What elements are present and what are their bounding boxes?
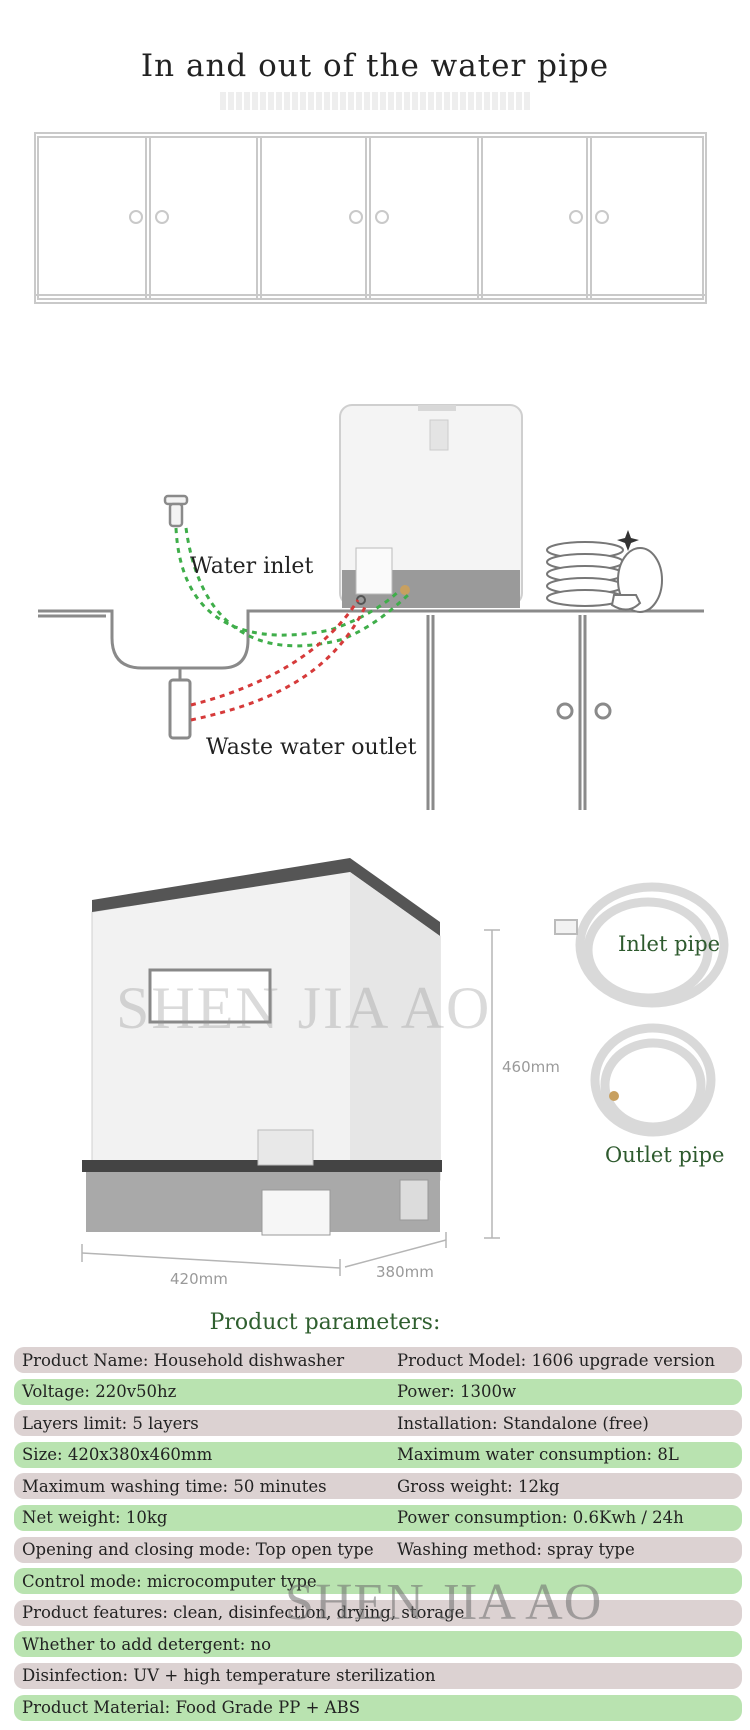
depth-dimension: 380mm — [376, 1263, 434, 1281]
page-title: In and out of the water pipe — [140, 48, 610, 84]
parameters-title: Product parameters: — [209, 1310, 441, 1335]
param-row: Whether to add detergent: no — [14, 1631, 742, 1658]
inlet-pipe-line — [174, 527, 410, 648]
param-cell: Power: 1300w — [397, 1382, 517, 1402]
param-cell: Net weight: 10kg — [22, 1508, 168, 1528]
param-cell: Maximum water consumption: 8L — [397, 1445, 679, 1465]
param-row: Disinfection: UV + high temperature ster… — [14, 1662, 742, 1689]
param-row: Product features: clean, disinfection, d… — [14, 1599, 742, 1626]
faucet-icon — [163, 494, 189, 528]
param-row: Voltage: 220v50hz Power: 1300w — [14, 1378, 742, 1405]
param-row: Opening and closing mode: Top open type … — [14, 1536, 742, 1563]
parameters-watermark: SHEN JIA AO — [285, 1574, 603, 1631]
cabinet-illustration — [34, 132, 707, 304]
param-cell: Whether to add detergent: no — [22, 1634, 272, 1654]
width-dimension: 420mm — [170, 1270, 228, 1288]
param-cell: Control mode: microcomputer type — [22, 1571, 317, 1591]
product-watermark: SHEN JIA AO — [116, 975, 492, 1041]
inlet-pipe-icon — [554, 882, 729, 1008]
param-cell: Product features: clean, disinfection, d… — [22, 1603, 465, 1623]
param-cell: Power consumption: 0.6Kwh / 24h — [397, 1508, 684, 1528]
param-row: Net weight: 10kg Power consumption: 0.6K… — [14, 1504, 742, 1531]
param-cell: Product Model: 1606 upgrade version — [397, 1350, 716, 1370]
waste-outlet-label: Waste water outlet — [206, 735, 417, 760]
param-row: Layers limit: 5 layers Installation: Sta… — [14, 1410, 742, 1437]
param-cell: Washing method: spray type — [397, 1540, 635, 1560]
dishwasher-small-illustration — [339, 404, 523, 608]
outlet-pipe-label: Outlet pipe — [605, 1143, 725, 1167]
param-row: Size: 420x380x460mm Maximum water consum… — [14, 1441, 742, 1468]
param-cell: Layers limit: 5 layers — [22, 1413, 199, 1433]
inlet-pipe-label: Inlet pipe — [618, 932, 721, 956]
parameters-table: Product Name: Household dishwasher Produ… — [14, 1347, 742, 1726]
param-row: Product Material: Food Grade PP + ABS — [14, 1694, 742, 1721]
param-cell: Gross weight: 12kg — [397, 1476, 560, 1496]
param-row: Control mode: microcomputer type — [14, 1568, 742, 1595]
height-dimension: 460mm — [502, 1058, 560, 1076]
installation-illustration — [34, 132, 729, 1276]
param-cell: Product Material: Food Grade PP + ABS — [22, 1698, 361, 1718]
water-inlet-label: Water inlet — [190, 554, 314, 579]
param-cell: Voltage: 220v50hz — [22, 1382, 177, 1402]
dimension-lines — [81, 929, 500, 1276]
param-cell: Product Name: Household dishwasher — [22, 1350, 345, 1370]
param-row: Product Name: Household dishwasher Produ… — [14, 1347, 742, 1373]
dishwasher-large-illustration — [82, 858, 442, 1236]
param-cell: Maximum washing time: 50 minutes — [22, 1476, 327, 1496]
dish-stack-icon — [546, 530, 663, 613]
outlet-pipe-line — [190, 599, 368, 722]
param-cell: Size: 420x380x460mm — [22, 1445, 213, 1465]
subtitle-placeholder — [220, 92, 530, 110]
param-cell: Opening and closing mode: Top open type — [22, 1540, 374, 1560]
param-row: Maximum washing time: 50 minutes Gross w… — [14, 1473, 742, 1500]
param-cell: Disinfection: UV + high temperature ster… — [22, 1666, 436, 1686]
counter-sink — [38, 609, 704, 810]
outlet-pipe-icon — [590, 1023, 716, 1137]
param-cell: Installation: Standalone (free) — [397, 1413, 649, 1433]
